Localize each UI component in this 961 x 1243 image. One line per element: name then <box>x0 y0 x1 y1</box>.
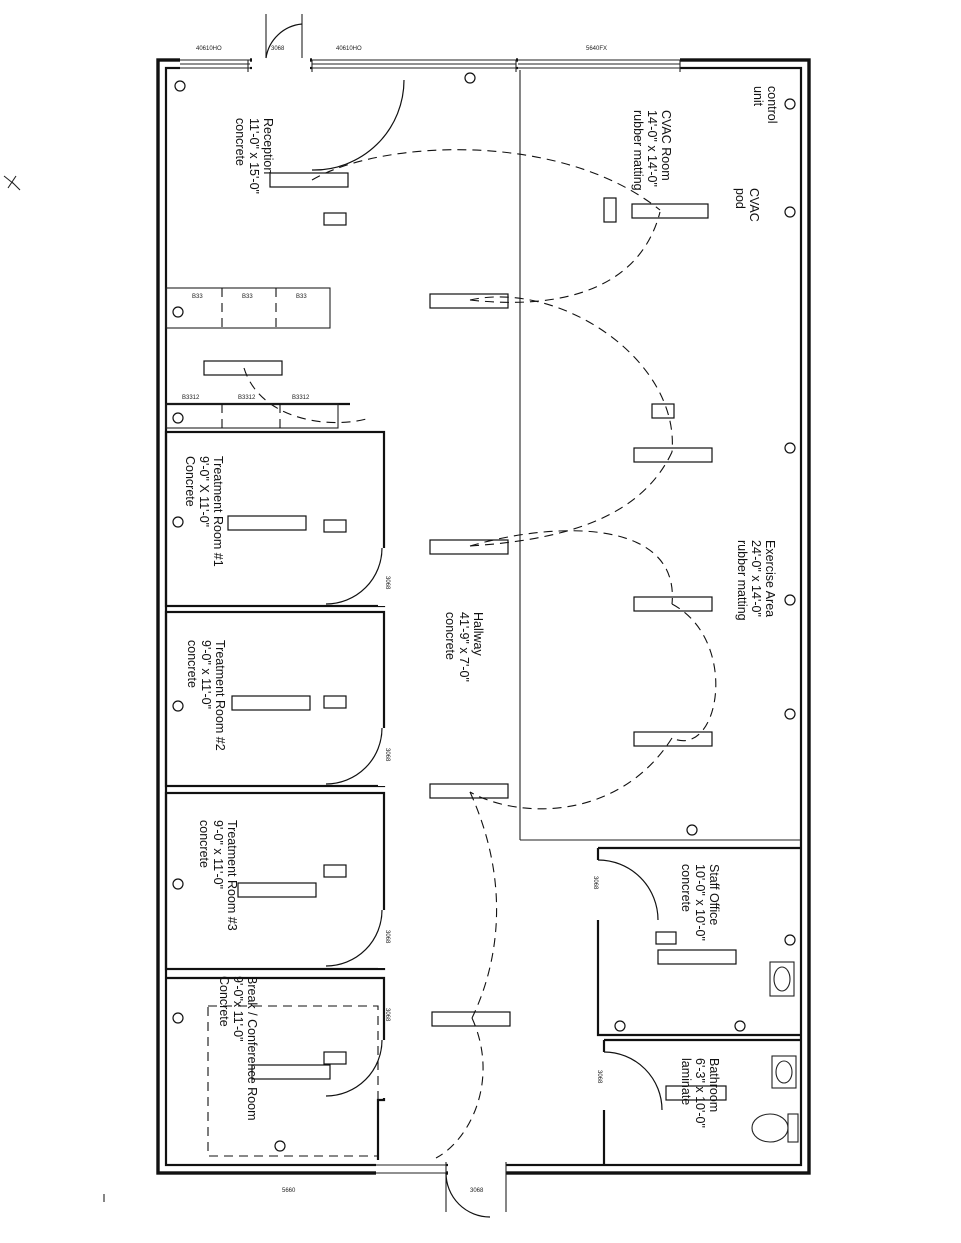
window-label: 40610HO <box>336 46 362 52</box>
toilet-icon <box>751 1113 789 1143</box>
room-size: 9'-0"x 11'-0" <box>231 976 245 1042</box>
door-tag: 3068 <box>384 930 390 944</box>
room-size: 41'-9" x 7'-0" <box>457 612 471 682</box>
room-label-treatment3: Treatment Room #3 9'-0" x 11'-0" concret… <box>197 820 239 931</box>
interior-walls <box>164 70 800 1165</box>
room-name: Bathroom <box>707 1058 721 1112</box>
cabinet-label: B3312 <box>182 395 200 401</box>
circuit-lines <box>207 149 717 1159</box>
room-label-treatment2: Treatment Room #2 9'-0" x 11'-0" concret… <box>185 640 227 751</box>
room-floor: concrete <box>679 864 693 912</box>
room-size: 11'-0" x 15'-0" <box>247 118 261 194</box>
door-tag: 3068 <box>384 748 390 762</box>
room-name: Exercise Area <box>763 540 777 617</box>
window-label: 5640FX <box>586 46 607 52</box>
cabinet-label: B3312 <box>238 395 256 401</box>
cvac-pod-line: pod <box>733 188 747 209</box>
door-label: 3068 <box>470 1188 484 1194</box>
cabinet-label: B3312 <box>292 395 310 401</box>
label-control-unit: control unit <box>751 86 779 124</box>
sink-icon <box>769 961 795 997</box>
room-name: Hallway <box>471 612 485 657</box>
room-size: 24'-0" x 14'-0" <box>749 540 763 617</box>
room-floor: concrete <box>185 640 199 688</box>
room-label-staff: Staff Office 10'-0" x 10'-0" concrete <box>679 864 721 941</box>
exterior-walls <box>156 14 811 1218</box>
room-name: Break / Conference Room <box>245 976 259 1121</box>
room-floor: Concrete <box>183 456 197 507</box>
exterior-labels: 40610HO 3068 40610HO 5640FX 5660 3068 <box>196 46 607 1194</box>
room-floor: Concrete <box>217 976 231 1027</box>
room-name: Treatment Room #1 <box>211 456 225 567</box>
sink-icon <box>771 1055 797 1089</box>
room-floor: concrete <box>233 118 247 166</box>
control-unit-line: control <box>765 86 779 124</box>
room-floor: rubber matting <box>735 540 749 621</box>
door-tag: 3068 <box>592 876 598 890</box>
room-floor: concrete <box>197 820 211 868</box>
cabinet-label: B33 <box>192 294 203 300</box>
door-label: 3068 <box>271 46 285 52</box>
room-name: Reception <box>261 118 275 174</box>
door-swings <box>311 79 663 1111</box>
room-floor: rubber matting <box>631 110 645 191</box>
window-label: 5660 <box>282 1188 296 1194</box>
room-label-treatment1: Treatment Room #1 9'-0" X 11'-0" Concret… <box>183 456 225 567</box>
cabinet-label: B33 <box>242 294 253 300</box>
room-name: Staff Office <box>707 864 721 925</box>
room-size: 6'-3" x 10'-0" <box>693 1058 707 1128</box>
room-size: 9'-0" x 11'-0" <box>199 640 213 709</box>
room-labels: Reception 11'-0" x 15'-0" concrete CVAC … <box>183 86 779 1128</box>
room-label-cvac: CVAC Room 14'-0" x 14'-0" rubber matting <box>631 110 673 191</box>
door-tag: 3068 <box>384 576 390 590</box>
control-unit-line: unit <box>751 86 765 107</box>
room-floor: laminate <box>679 1058 693 1105</box>
light-fixtures <box>203 172 737 1101</box>
door-tags: 3068 3068 3068 3068 3068 3068 <box>384 576 602 1084</box>
door-tag: 3068 <box>384 1008 390 1022</box>
outlets <box>172 72 796 1152</box>
plumbing-fixtures <box>751 961 799 1143</box>
label-cvac-pod: CVAC pod <box>733 188 761 222</box>
room-size: 9'-0" X 11'-0" <box>197 456 211 527</box>
door-tag: 3068 <box>596 1070 602 1084</box>
room-size: 9'-0" x 11'-0" <box>211 820 225 889</box>
cabinet-label: B33 <box>296 294 307 300</box>
room-size: 14'-0" x 14'-0" <box>645 110 659 187</box>
room-floor: concrete <box>443 612 457 660</box>
cvac-pod-line: CVAC <box>747 188 761 222</box>
room-label-exercise: Exercise Area 24'-0" x 14'-0" rubber mat… <box>735 540 777 621</box>
room-label-hallway: Hallway 41'-9" x 7'-0" concrete <box>443 612 485 682</box>
room-label-reception: Reception 11'-0" x 15'-0" concrete <box>233 118 275 194</box>
room-name: CVAC Room <box>659 110 673 181</box>
room-size: 10'-0" x 10'-0" <box>693 864 707 941</box>
room-label-break: Break / Conference Room 9'-0"x 11'-0" Co… <box>217 976 259 1121</box>
margin-marks <box>3 175 105 1202</box>
room-name: Treatment Room #2 <box>213 640 227 751</box>
cabinets: B33 B33 B33 B3312 B3312 B3312 <box>165 287 339 429</box>
window-label: 40610HO <box>196 46 222 52</box>
room-label-bathroom: Bathroom 6'-3" x 10'-0" laminate <box>679 1058 721 1128</box>
room-name: Treatment Room #3 <box>225 820 239 931</box>
